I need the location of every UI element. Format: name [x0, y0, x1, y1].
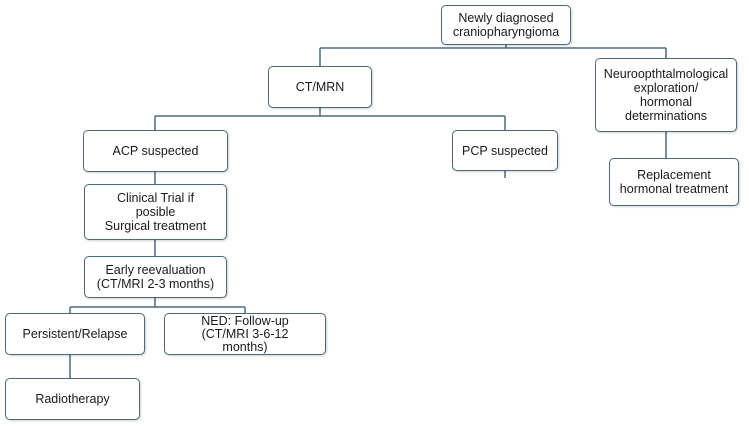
node-replacement-treatment: Replacement hormonal treatment	[609, 158, 739, 206]
node-label-line: CT/MRN	[295, 80, 345, 94]
node-label-line: posible	[135, 205, 176, 219]
node-label-line: exploration/	[633, 81, 699, 95]
node-newly-diagnosed: Newly diagnosed craniopharyngioma	[441, 5, 571, 45]
node-ct-mrn: CT/MRN	[268, 66, 372, 108]
node-label-line: NED: Follow-up	[201, 313, 289, 328]
node-label-line: craniopharyngioma	[452, 25, 560, 39]
node-label-line: Radiotherapy	[35, 392, 110, 406]
node-persistent-relapse: Persistent/Relapse	[5, 313, 145, 355]
node-label-line: Surgical treatment	[104, 219, 207, 233]
node-acp-suspected: ACP suspected	[83, 130, 228, 172]
node-label-line: Replacement	[637, 168, 711, 182]
node-pcp-suspected: PCP suspected	[452, 130, 558, 171]
node-label-line: Clinical Trial if	[116, 191, 195, 205]
node-label-line: (CT/MRI 3-6-12	[201, 326, 289, 341]
node-label-line: Newly diagnosed	[458, 11, 554, 25]
node-label-line: hormonal treatment	[619, 182, 729, 196]
node-label-line: months)	[222, 339, 268, 354]
node-neuro-exploration: Neuroopthtalmological exploration/ hormo…	[595, 58, 737, 132]
node-early-reevaluation: Early reevaluation (CT/MRI 2-3 months)	[84, 256, 227, 298]
node-label-line: (CT/MRI 2-3 months)	[96, 277, 215, 291]
node-clinical-trial: Clinical Trial if posible Surgical treat…	[84, 184, 227, 240]
node-label-line: Neuroopthtalmological	[603, 67, 729, 81]
node-label-line: PCP suspected	[462, 143, 548, 158]
node-label-line: Persistent/Relapse	[22, 327, 128, 341]
node-label-line: hormonal	[639, 95, 693, 109]
node-label-line: Early reevaluation	[105, 263, 206, 277]
node-label-line: determinations	[625, 109, 707, 123]
node-radiotherapy: Radiotherapy	[5, 378, 140, 420]
node-ned-followup: NED: Follow-up (CT/MRI 3-6-12 months)	[164, 313, 326, 355]
node-label-line: ACP suspected	[112, 144, 199, 158]
